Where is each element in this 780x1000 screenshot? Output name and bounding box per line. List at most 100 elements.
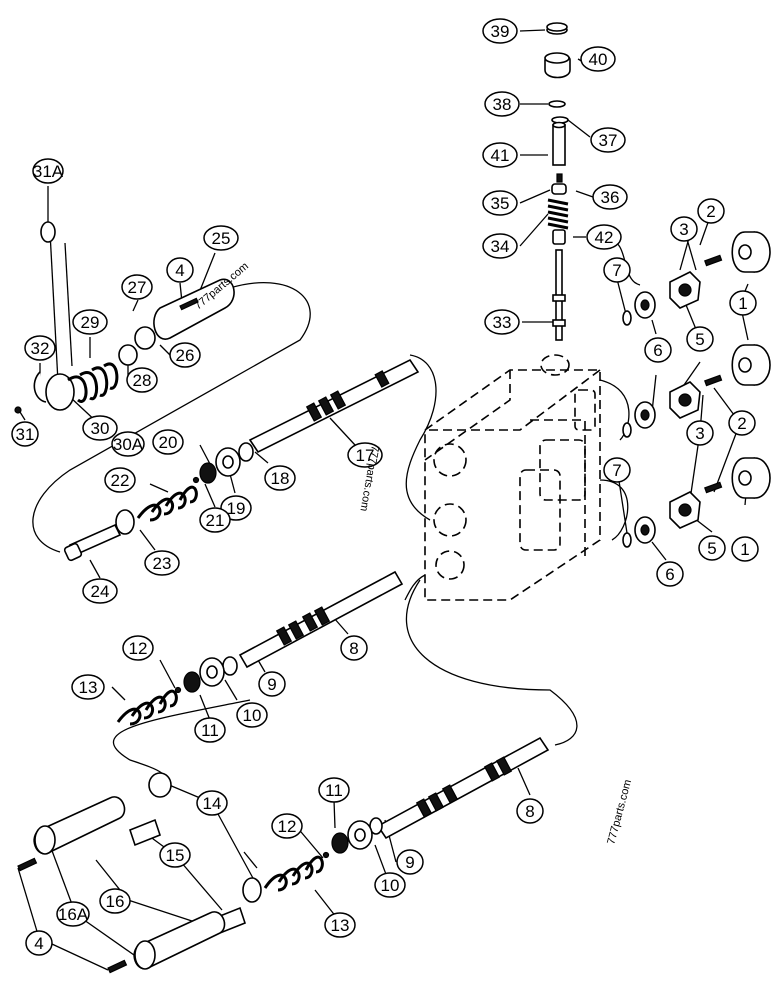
- callout-number: 22: [111, 471, 130, 490]
- callout-c31: 31: [11, 421, 39, 447]
- callout-bubble: [697, 198, 725, 224]
- callout-c36: 36: [592, 184, 628, 210]
- callout-number: 10: [381, 876, 400, 895]
- callout-c35: 35: [482, 190, 518, 216]
- callout-number: 20: [159, 433, 178, 452]
- callout-number: 41: [491, 146, 510, 165]
- callout-bubble: [586, 224, 622, 250]
- callout-c22: 22: [104, 467, 136, 493]
- callout-number: 6: [653, 341, 662, 360]
- callout-c20: 20: [152, 429, 184, 455]
- callout-number: 7: [612, 461, 621, 480]
- callout-number: 2: [737, 414, 746, 433]
- callout-number: 9: [267, 675, 276, 694]
- callout-c30A: 30A: [111, 431, 145, 457]
- callout-number: 8: [525, 802, 534, 821]
- callout-c40: 40: [580, 46, 616, 72]
- spool-17-group-parts: [63, 358, 420, 562]
- callout-number: 4: [175, 261, 184, 280]
- callout-c2b: 2: [728, 410, 756, 436]
- callout-c3b: 3: [686, 420, 714, 446]
- callout-number: 28: [133, 371, 152, 390]
- callout-bubble: [729, 290, 757, 316]
- callout-bubble: [264, 465, 296, 491]
- callout-number: 24: [91, 582, 110, 601]
- callout-number: 5: [695, 330, 704, 349]
- callout-bubble: [82, 415, 118, 441]
- right-bank-parts: [622, 231, 771, 548]
- callout-number: 38: [493, 95, 512, 114]
- callout-c11b: 11: [318, 777, 350, 803]
- callout-bubble: [258, 671, 286, 697]
- callout-c10b: 10: [374, 872, 406, 898]
- callout-number: 1: [738, 294, 747, 313]
- callout-bubble: [731, 536, 759, 562]
- top-stack-parts: [544, 22, 571, 341]
- callout-bubble: [656, 561, 684, 587]
- callout-bubble: [318, 777, 350, 803]
- callout-bubble: [482, 142, 518, 168]
- callout-number: 30: [91, 419, 110, 438]
- callout-c15: 15: [159, 842, 191, 868]
- callout-c33: 33: [484, 309, 520, 335]
- callout-bubble: [72, 309, 108, 335]
- callout-c2a: 2: [697, 198, 725, 224]
- callout-number: 35: [491, 194, 510, 213]
- callout-bubble: [236, 702, 268, 728]
- callout-c5a: 5: [686, 326, 714, 352]
- callout-c4a: 4: [166, 257, 194, 283]
- callout-c12a: 12: [122, 635, 154, 661]
- callout-c25: 25: [203, 225, 239, 251]
- callout-number: 31A: [33, 162, 64, 181]
- callout-c1a: 1: [729, 290, 757, 316]
- callout-number: 18: [271, 469, 290, 488]
- callout-number: 32: [31, 339, 50, 358]
- callout-bubble: [728, 410, 756, 436]
- callout-bubble: [603, 457, 631, 483]
- callout-number: 14: [203, 794, 222, 813]
- callout-bubble: [340, 635, 368, 661]
- callout-bubble: [324, 912, 356, 938]
- callout-bubble: [111, 431, 145, 457]
- callout-bubble: [82, 578, 118, 604]
- callout-c31A: 31A: [32, 158, 64, 184]
- callout-bubble: [99, 888, 131, 914]
- callout-c39: 39: [482, 18, 518, 44]
- callout-bubble: [374, 872, 406, 898]
- callout-c17: 17: [347, 442, 383, 468]
- callout-c41: 41: [482, 142, 518, 168]
- callout-c28: 28: [126, 367, 158, 393]
- callout-bubble: [24, 335, 56, 361]
- callout-number: 23: [153, 554, 172, 573]
- callout-c7b: 7: [603, 457, 631, 483]
- callout-number: 25: [212, 229, 231, 248]
- callout-c7a: 7: [603, 257, 631, 283]
- callout-bubble: [152, 429, 184, 455]
- callout-c8a: 8: [340, 635, 368, 661]
- callout-bubble: [484, 309, 520, 335]
- callout-bubble: [603, 257, 631, 283]
- callout-number: 34: [491, 237, 510, 256]
- watermarks: 777parts.com 777parts.com 777parts.com: [192, 260, 634, 846]
- callout-number: 39: [491, 22, 510, 41]
- callout-number: 26: [176, 346, 195, 365]
- callout-bubble: [194, 717, 226, 743]
- callout-c14: 14: [196, 790, 228, 816]
- callout-number: 10: [243, 706, 262, 725]
- routing-curves: [32, 239, 641, 791]
- callout-labels: 39 40 38 3 7 41 35 36 34 4 2 33 31A 25 4 2 7 29 32 28 26 30 31…: [11, 18, 759, 956]
- callout-number: 3: [695, 424, 704, 443]
- callout-bubble: [56, 901, 90, 927]
- callout-bubble: [347, 442, 383, 468]
- callout-bubble: [71, 674, 105, 700]
- callout-number: 16A: [58, 905, 89, 924]
- callout-number: 7: [612, 261, 621, 280]
- callout-c29: 29: [72, 309, 108, 335]
- callout-c6a: 6: [644, 337, 672, 363]
- callout-number: 15: [166, 846, 185, 865]
- callout-number: 8: [349, 639, 358, 658]
- callout-c12b: 12: [271, 813, 303, 839]
- callout-number: 4: [34, 934, 43, 953]
- callout-c21: 21: [199, 507, 231, 533]
